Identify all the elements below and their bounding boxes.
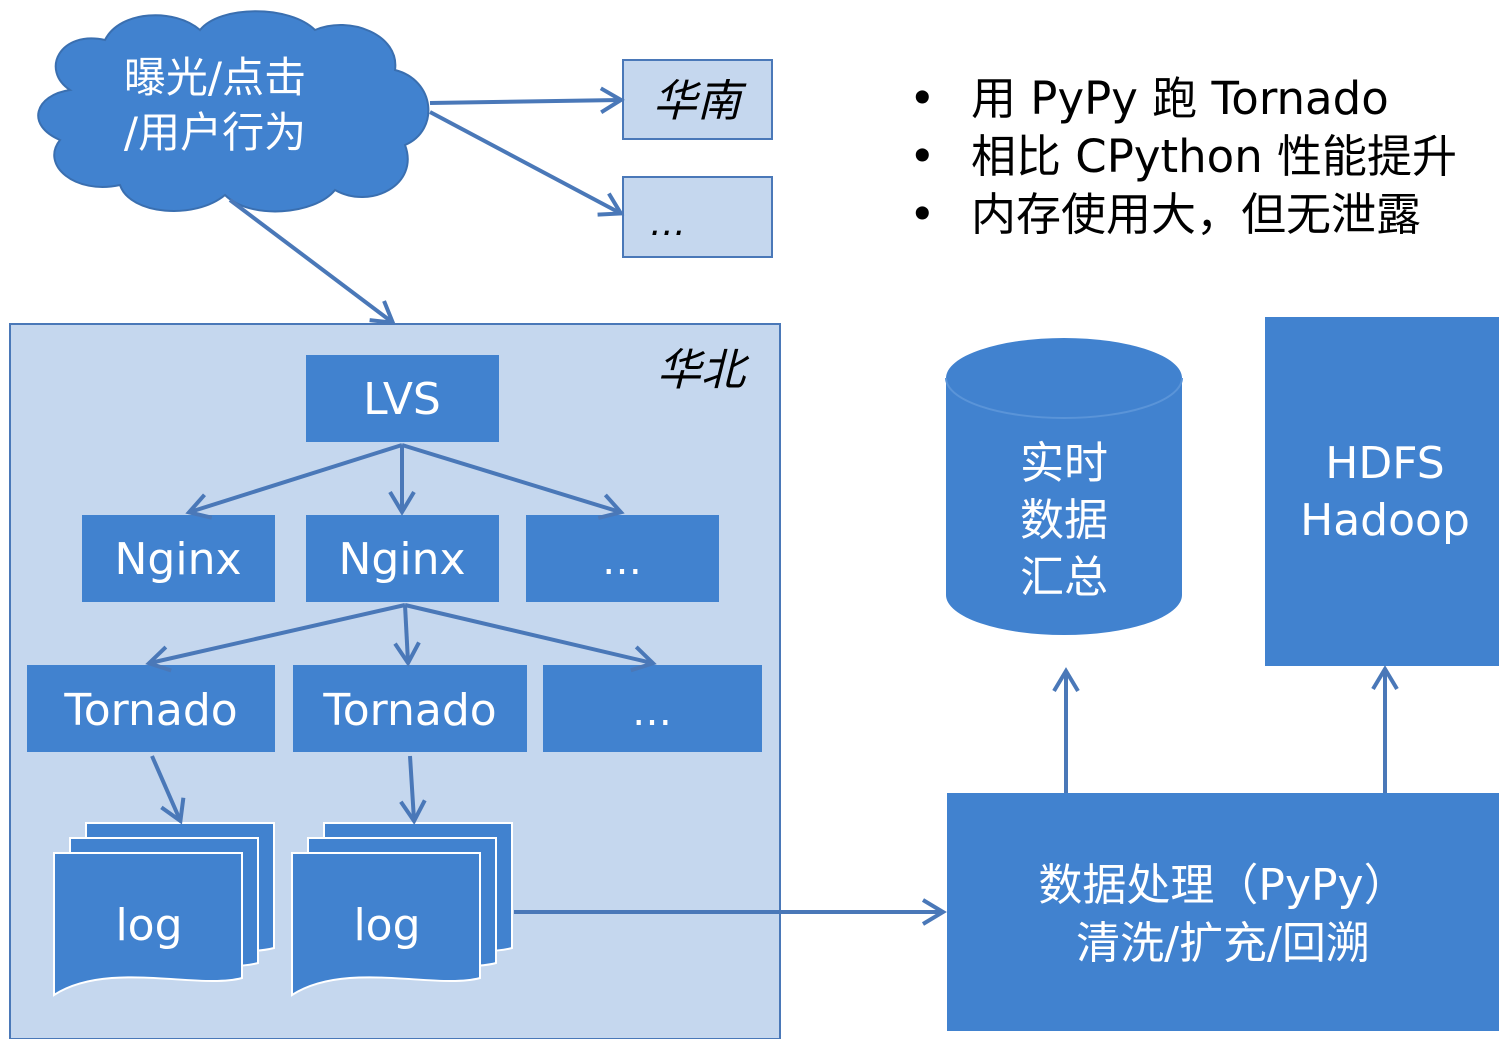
processing-line1: 数据处理（PyPy） bbox=[1038, 860, 1407, 911]
nginx-node-1 bbox=[82, 515, 275, 602]
log-label-2: log bbox=[353, 900, 420, 951]
tornado-node-1 bbox=[27, 665, 275, 752]
realtime-db-line2: 数据 bbox=[1020, 495, 1108, 546]
processing-line2: 清洗/扩充/回溯 bbox=[1076, 918, 1370, 969]
north-region-label: 华北 bbox=[657, 345, 750, 396]
hdfs-line1: HDFS bbox=[1325, 438, 1444, 489]
source-cloud bbox=[37, 10, 430, 213]
arrow-tornado-to-log-2 bbox=[399, 755, 427, 825]
lvs-label: LVS bbox=[363, 374, 441, 425]
arrow-cloud-to-north bbox=[228, 198, 396, 325]
nginx-label-1: Nginx bbox=[115, 534, 242, 585]
tornado-label-3: … bbox=[632, 689, 672, 735]
arrow-lvs-to-nginx-3 bbox=[401, 443, 625, 520]
arrow-tornado-to-log-1 bbox=[150, 755, 186, 825]
log-stack-1 bbox=[53, 822, 275, 997]
arrow-lvs-to-nginx-1 bbox=[185, 443, 403, 520]
tornado-node-2 bbox=[293, 665, 527, 752]
nginx-label-2: Nginx bbox=[339, 534, 466, 585]
log-stack-2 bbox=[291, 822, 513, 997]
bullet-item: 内存使用大，但无泄露 bbox=[905, 186, 1457, 244]
tornado-label-1: Tornado bbox=[63, 685, 237, 736]
realtime-db-line1: 实时 bbox=[1020, 438, 1108, 489]
nginx-label-3: … bbox=[602, 538, 642, 584]
source-label-line2: /用户行为 bbox=[124, 108, 306, 157]
processing-node bbox=[947, 793, 1499, 1031]
other-region-box bbox=[622, 176, 773, 258]
bullet-item: 相比 CPython 性能提升 bbox=[905, 128, 1457, 186]
hdfs-line2: Hadoop bbox=[1300, 495, 1470, 546]
nginx-node-3 bbox=[526, 515, 719, 602]
arrow-nginx-to-tornado-2 bbox=[393, 604, 421, 667]
other-region-label: … bbox=[650, 203, 686, 244]
realtime-db-line3: 汇总 bbox=[1020, 552, 1108, 603]
arrow-cloud-to-south bbox=[429, 86, 625, 114]
feature-bullet-list: 用 PyPy 跑 Tornado 相比 CPython 性能提升 内存使用大，但… bbox=[905, 70, 1457, 244]
hdfs-node bbox=[1265, 317, 1499, 666]
tornado-node-3 bbox=[543, 665, 762, 752]
south-region-box bbox=[622, 59, 773, 140]
nginx-node-2 bbox=[306, 515, 499, 602]
source-label-line1: 曝光/点击 bbox=[124, 53, 306, 102]
bullet-item: 用 PyPy 跑 Tornado bbox=[905, 70, 1457, 128]
tornado-label-2: Tornado bbox=[322, 685, 496, 736]
realtime-db-cylinder bbox=[945, 338, 1183, 635]
south-region-label: 华南 bbox=[653, 76, 747, 127]
arrow-nginx-to-tornado-1 bbox=[145, 603, 406, 673]
arrow-nginx-to-tornado-3 bbox=[404, 603, 657, 673]
arrow-cloud-to-other bbox=[429, 110, 625, 217]
lvs-node bbox=[306, 355, 499, 442]
log-label-1: log bbox=[115, 900, 182, 951]
